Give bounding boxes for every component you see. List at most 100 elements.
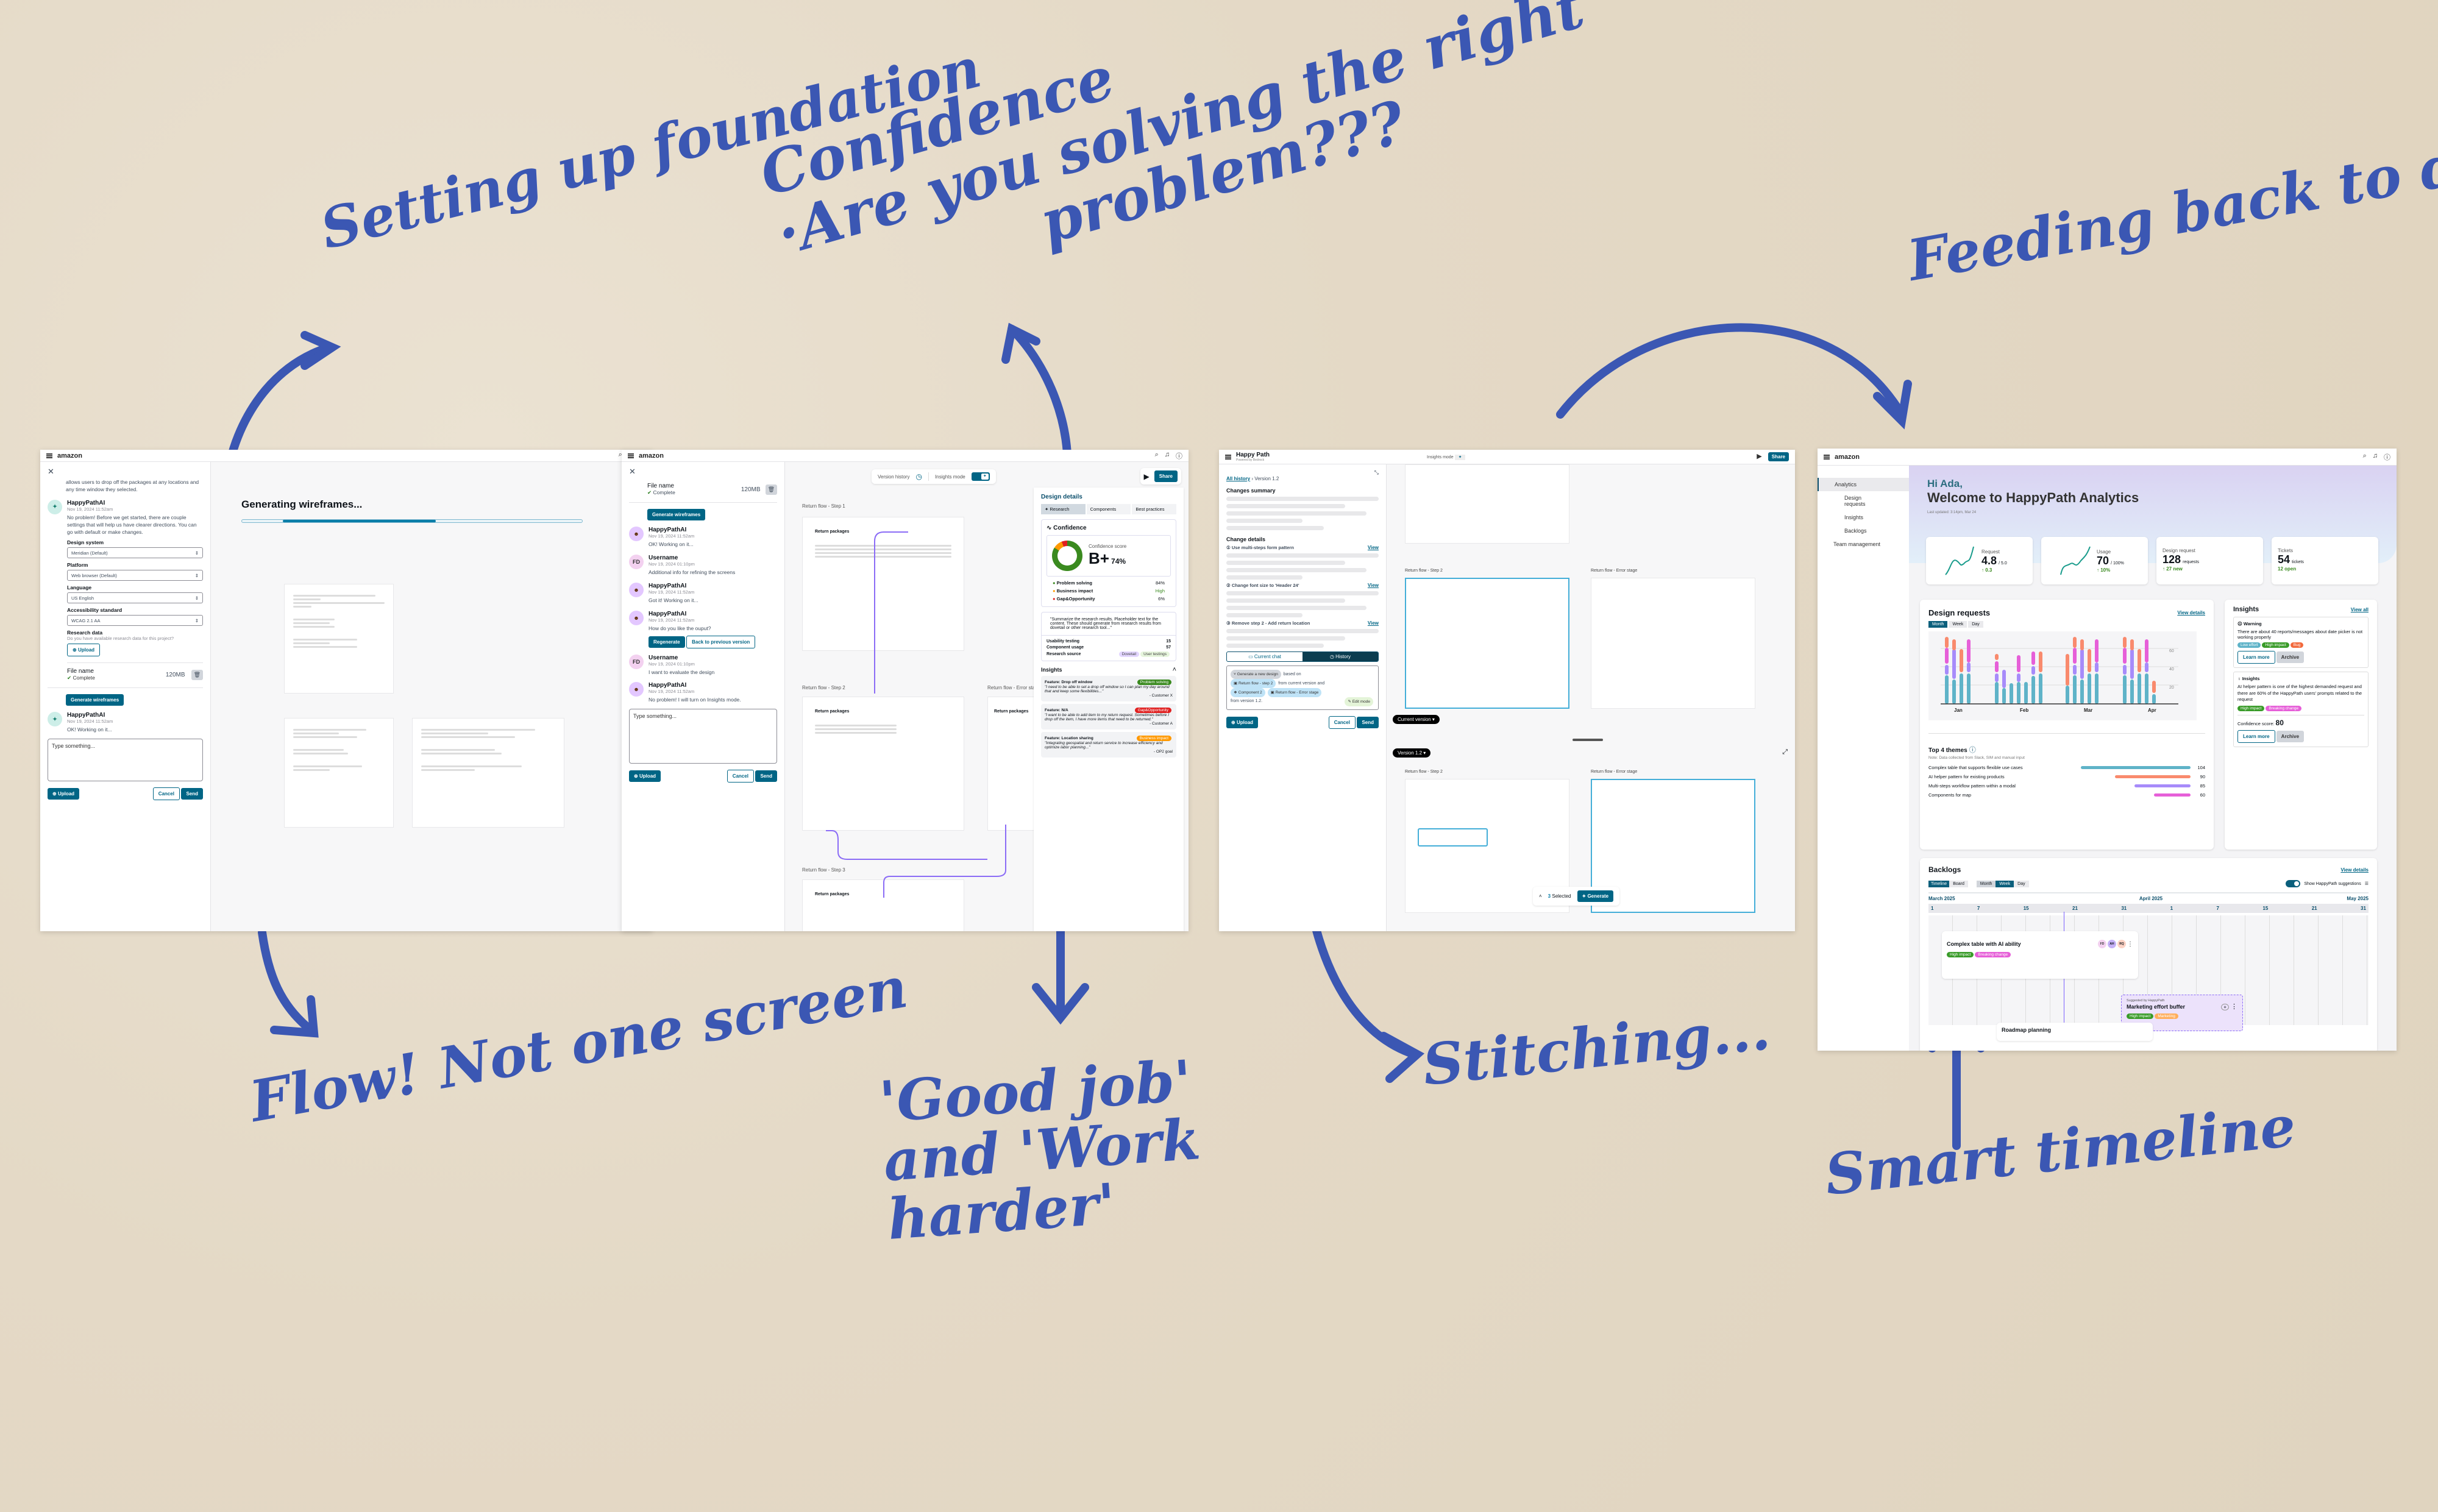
upload-button[interactable]: ⊕ Upload — [67, 644, 101, 657]
trash-icon[interactable]: 🗑 — [765, 484, 777, 495]
chat-input[interactable]: Type something... — [48, 739, 203, 782]
sidebar-item-team-management[interactable]: Team management — [1833, 541, 1881, 547]
bell-icon[interactable]: ♫ — [2372, 452, 2378, 460]
tab-best-practices[interactable]: Best practices — [1132, 504, 1177, 514]
tab-day[interactable]: Day — [2014, 880, 2029, 887]
wireframe-step-2[interactable]: Return packages — [802, 697, 964, 831]
send-button[interactable]: Send — [181, 788, 203, 800]
wireframe-error[interactable]: Return packages — [987, 697, 1036, 831]
clock-icon[interactable]: ◷ — [915, 472, 922, 481]
cancel-button[interactable]: Cancel — [1328, 716, 1356, 729]
share-button[interactable]: Share — [1768, 452, 1789, 461]
tab-week[interactable]: Week — [1949, 621, 1967, 628]
version-dropdown[interactable]: Version 1.2 ▾ — [1393, 748, 1431, 758]
close-icon[interactable]: ✕ — [48, 467, 54, 476]
chat-input[interactable]: Type something... — [629, 709, 777, 764]
add-icon[interactable]: + — [2221, 1004, 2229, 1010]
search-icon[interactable]: ⌕ — [618, 450, 622, 458]
platform-select[interactable]: Web browser (Default)⇕ — [67, 570, 203, 581]
back-to-previous-button[interactable]: Back to previous version — [686, 635, 756, 648]
sidebar-item-design-requests[interactable]: Design requests — [1844, 495, 1866, 507]
trash-icon[interactable]: 🗑 — [191, 669, 203, 680]
more-icon[interactable]: ⋮ — [2127, 940, 2133, 948]
share-button[interactable]: Share — [1154, 470, 1178, 482]
tab-research[interactable]: ✦ Research — [1041, 504, 1086, 514]
tab-day[interactable]: Day — [1968, 621, 1983, 628]
design-system-select[interactable]: Meridian (Default)⇕ — [67, 547, 203, 559]
wireframe-current-error[interactable] — [1591, 578, 1755, 709]
learn-more-button[interactable]: Learn more — [2237, 651, 2275, 664]
search-icon[interactable]: ⌕ — [1154, 450, 1159, 458]
sidebar-item-backlogs[interactable]: Backlogs — [1844, 528, 1867, 534]
language-select[interactable]: US English⇕ — [67, 592, 203, 604]
sidebar-item-analytics[interactable]: Analytics — [1818, 478, 1909, 491]
sidebar-item-insights[interactable]: Insights — [1844, 514, 1864, 520]
insights-mode-toggle[interactable]: ✦ — [971, 472, 990, 481]
play-icon[interactable]: ▶ — [1143, 472, 1150, 481]
generate-wireframes-button[interactable]: Generate wireframes — [647, 509, 706, 520]
tab-week[interactable]: Week — [1996, 880, 2014, 887]
tab-history[interactable]: ◷ History — [1303, 652, 1378, 661]
chevron-up-icon[interactable]: ˄ — [1539, 893, 1542, 899]
archive-button[interactable]: Archive — [2276, 730, 2305, 742]
tab-month[interactable]: Month — [1976, 880, 1996, 887]
help-icon[interactable]: ⓘ — [2384, 453, 2390, 461]
archive-button[interactable]: Archive — [2276, 651, 2305, 663]
menu-icon[interactable] — [1225, 454, 1231, 460]
chip-error[interactable]: ▣ Return flow - Error stage — [1267, 688, 1322, 697]
current-version-dropdown[interactable]: Current version ▾ — [1393, 715, 1440, 724]
collapse-icon[interactable]: ˄ — [1172, 666, 1176, 673]
chip-component[interactable]: ❖ Component 2 — [1231, 688, 1265, 697]
send-button[interactable]: Send — [1357, 717, 1379, 728]
breadcrumb-all-history[interactable]: All history — [1226, 476, 1251, 481]
prompt-box[interactable]: ˅ Generate a new design based on ▣ Retur… — [1226, 665, 1379, 710]
insights-mode-toggle[interactable]: Insights mode ✦ — [1427, 454, 1466, 460]
cancel-button[interactable]: Cancel — [152, 787, 180, 801]
generate-button[interactable]: ✦ Generate — [1577, 890, 1614, 902]
send-button[interactable]: Send — [755, 770, 777, 783]
upload-button[interactable]: ⊕ Upload — [1226, 717, 1259, 728]
tab-timeline[interactable]: Timeline — [1928, 880, 1950, 887]
view-details-link[interactable]: View details — [2177, 610, 2205, 616]
view-details-link[interactable]: View details — [2340, 867, 2369, 873]
menu-icon[interactable] — [628, 453, 634, 458]
wireframe-step-1[interactable]: Return packages — [802, 517, 964, 651]
help-icon[interactable]: ⓘ — [1176, 452, 1182, 460]
wireframe-current-step2[interactable] — [1405, 578, 1569, 709]
tab-month[interactable]: Month — [1928, 621, 1948, 628]
close-icon[interactable]: ✕ — [629, 467, 636, 476]
split-handle[interactable] — [1573, 739, 1603, 741]
view-link[interactable]: View — [1367, 545, 1379, 550]
filter-icon[interactable]: ☰ — [2364, 882, 2369, 886]
expand-icon[interactable]: ⤢ — [1782, 748, 1788, 756]
view-all-link[interactable]: View all — [2350, 606, 2369, 612]
info-icon[interactable]: ⓘ — [1969, 747, 1976, 754]
tab-components[interactable]: Components — [1086, 504, 1131, 514]
play-icon[interactable]: ▶ — [1757, 453, 1762, 460]
learn-more-button[interactable]: Learn more — [2237, 729, 2275, 743]
cancel-button[interactable]: Cancel — [727, 770, 754, 783]
suggestions-toggle[interactable] — [2286, 880, 2301, 887]
bell-icon[interactable]: ♫ — [1164, 450, 1170, 458]
edit-mode-button[interactable]: ✎ Edit mode — [1345, 697, 1373, 706]
flow-label: Return flow - Step 3 — [802, 867, 845, 873]
menu-icon[interactable] — [46, 453, 52, 458]
menu-icon[interactable] — [1824, 454, 1830, 460]
search-icon[interactable]: ⌕ — [2362, 452, 2367, 460]
tab-board[interactable]: Board — [1949, 880, 1968, 887]
backlog-item[interactable]: Roadmap planning — [1997, 1023, 2153, 1041]
upload-button[interactable]: ⊕ Upload — [629, 770, 661, 783]
view-link[interactable]: View — [1367, 583, 1379, 588]
upload-button[interactable]: ⊕ Upload — [48, 788, 80, 800]
collapse-icon[interactable]: ⤡ — [1374, 469, 1379, 475]
more-icon[interactable]: ⋮ — [2231, 1003, 2237, 1010]
chip-step2[interactable]: ▣ Return flow - step 2 — [1231, 679, 1276, 688]
accessibility-select[interactable]: WCAG 2.1 AA⇕ — [67, 615, 203, 626]
check-icon: ✔ — [67, 675, 72, 681]
tab-current-chat[interactable]: ▭ Current chat — [1248, 654, 1281, 659]
sad-face-icon: ☹ — [2237, 621, 2242, 626]
regenerate-button[interactable]: Regenerate — [649, 636, 685, 648]
view-link[interactable]: View — [1367, 620, 1379, 626]
generate-wireframes-button[interactable]: Generate wireframes — [66, 694, 124, 706]
